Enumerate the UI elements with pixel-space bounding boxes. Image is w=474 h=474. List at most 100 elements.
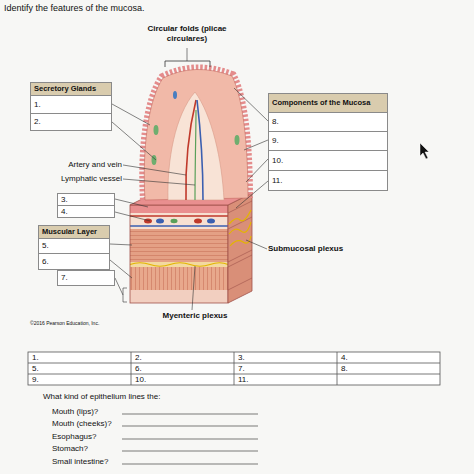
- leader-line: [123, 179, 195, 185]
- structure-label: Circular folds (plicae circulares): [145, 24, 229, 44]
- table-heading: Muscular Layer: [39, 226, 109, 238]
- answer-box: 10.: [269, 150, 387, 170]
- gland: [154, 125, 159, 135]
- leader-line: [112, 104, 150, 125]
- answer-box: 9.: [269, 131, 387, 150]
- callout-number: 7.: [58, 271, 114, 285]
- layer-edge: [228, 278, 252, 290]
- gland: [235, 135, 240, 145]
- leader-line: [115, 278, 123, 295]
- question-text: Stomach?: [52, 444, 122, 454]
- serosa-layer: [130, 290, 228, 303]
- bracket: [165, 61, 210, 67]
- question-text: Mouth (cheeks)?: [52, 419, 122, 429]
- leader-line: [244, 140, 268, 150]
- table-rule: [131, 352, 132, 385]
- worksheet-title: Identify the features of the mucosa.: [4, 3, 145, 13]
- table-cell: 11.: [238, 375, 328, 385]
- label-table: Secretory Glands1.2.: [30, 82, 112, 131]
- answer-box: 6.: [39, 253, 109, 269]
- answer-blank: [122, 439, 258, 440]
- artery: [130, 215, 228, 216]
- table-heading: Components of the Mucosa: [269, 94, 387, 112]
- leader-line: [115, 212, 150, 221]
- answer-box: 11.: [269, 170, 387, 190]
- leader-line: [112, 122, 156, 160]
- villi: [144, 69, 248, 200]
- callout-number: 9.: [269, 132, 387, 150]
- answer-box: 8.: [269, 112, 387, 131]
- lymphatic-vessel: [171, 219, 178, 223]
- artery: [194, 219, 202, 224]
- circular-muscle: [130, 229, 228, 262]
- bracket: [123, 288, 127, 302]
- longitudinal-muscle: [130, 267, 228, 290]
- vein: [130, 225, 228, 226]
- table-heading: Secretory Glands: [31, 83, 111, 95]
- table-cell: 6.: [135, 364, 225, 374]
- table-cell: 9.: [32, 375, 122, 385]
- fold-core: [168, 92, 224, 200]
- callout-number: 4.: [58, 206, 114, 217]
- leader-line: [110, 244, 132, 245]
- answer-blank: [122, 426, 258, 427]
- table-cell: 4.: [341, 353, 431, 363]
- leader-line: [246, 159, 268, 182]
- question-text: Esophagus?: [52, 432, 122, 442]
- answer-box: 1.: [31, 95, 111, 113]
- artery: [144, 219, 152, 224]
- copyright-note: ©2016 Pearson Education, Inc.: [30, 320, 140, 327]
- answer-blank: [122, 414, 258, 415]
- leader-line: [246, 240, 267, 249]
- table-rule: [337, 352, 338, 385]
- vein: [156, 219, 164, 224]
- callout-number: 3.: [58, 194, 114, 205]
- answer-table: [28, 352, 440, 385]
- structure-label: Lymphatic vessel: [30, 174, 122, 184]
- table-cell: 2.: [135, 353, 225, 363]
- table-cell: 10.: [135, 375, 225, 385]
- answer-box: 7.: [57, 270, 115, 286]
- table-cell: 3.: [238, 353, 328, 363]
- leader-line: [115, 199, 148, 207]
- vein: [207, 219, 215, 224]
- answer-box: 4.: [57, 205, 115, 218]
- table-rule: [234, 352, 235, 385]
- label-table: Components of the Mucosa8.9.10.11.: [268, 93, 388, 191]
- question-text: Mouth (lips)?: [52, 407, 122, 417]
- lymphatic-vessel: [195, 110, 196, 200]
- callout-number: 5.: [39, 239, 109, 253]
- structure-label: Myenteric plexus: [140, 311, 250, 321]
- leader-line: [192, 266, 195, 310]
- callout-number: 6.: [39, 254, 109, 269]
- gland: [173, 91, 177, 99]
- table-cell: 1.: [32, 353, 122, 363]
- leader-line: [234, 88, 268, 121]
- circular-fold: [144, 69, 248, 200]
- answer-box: 5.: [39, 238, 109, 253]
- layer-edge: [228, 217, 252, 229]
- nerve-plexus: [130, 263, 228, 267]
- layer-edge: [228, 255, 252, 267]
- leader-line: [187, 48, 188, 61]
- vein: [197, 100, 203, 200]
- table-cell: 7.: [238, 364, 328, 374]
- answer-box: 2.: [31, 113, 111, 130]
- question-text: What kind of epithelium lines the:: [43, 392, 243, 402]
- answer-blank: [122, 464, 258, 465]
- callout-number: 1.: [31, 96, 111, 113]
- block-side: [228, 193, 252, 303]
- callout-number: 10.: [269, 151, 387, 170]
- structure-label: Artery and vein: [30, 160, 122, 170]
- question-text: Small intestine?: [52, 457, 122, 467]
- nerve-plexus: [229, 222, 251, 234]
- answer-blank: [122, 451, 258, 452]
- callout-number: 2.: [31, 114, 111, 130]
- mouse-cursor: [420, 143, 429, 159]
- callout-number: 11.: [269, 171, 387, 190]
- leader-line: [123, 165, 186, 175]
- myenteric-band: [130, 262, 228, 267]
- layer-edge: [228, 250, 252, 262]
- label-table: Muscular Layer5.6.: [38, 225, 110, 270]
- callout-number: 8.: [269, 113, 387, 131]
